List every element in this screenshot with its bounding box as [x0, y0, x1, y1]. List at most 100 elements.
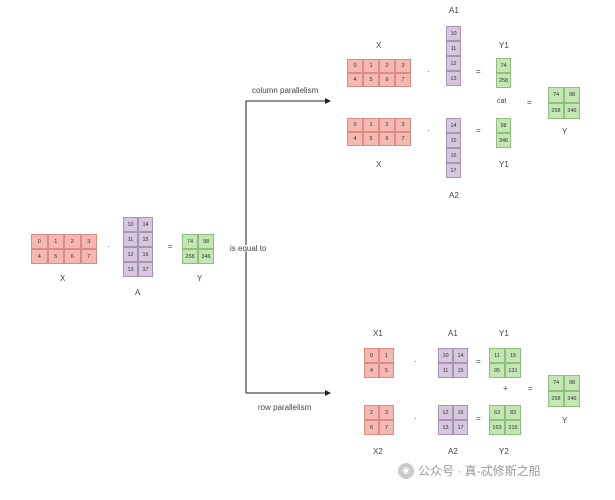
watermark: ◉ 公众号 · 真-忒修斯之船 [398, 462, 541, 479]
matrix-cell: 3 [395, 59, 411, 73]
row-parallelism-label: row parallelism [258, 403, 312, 412]
matrix-cell: 6 [379, 132, 395, 146]
matrix-cell: 6 [379, 73, 395, 87]
matrix-cell: 12 [123, 247, 138, 262]
matrix-cell: 1 [47, 234, 64, 249]
matrix-cell: 17 [446, 163, 461, 178]
label-A1-row: A1 [448, 329, 458, 338]
dot-operator: · [427, 126, 430, 135]
matrix-cell: 2 [379, 59, 395, 73]
matrix-cell: 258 [548, 103, 564, 119]
cat-label: cat [497, 98, 507, 105]
matrix-cell: 11 [123, 232, 138, 247]
dot-operator: · [107, 242, 110, 251]
matrix-cell: 163 [489, 420, 505, 435]
matrix-cell: 0 [347, 118, 363, 132]
matrix-cell: 74 [548, 87, 564, 103]
matrix-cell: 74 [548, 375, 564, 391]
equals-operator: = [528, 384, 533, 393]
matrix-cell: 10 [446, 26, 461, 41]
equals-operator: = [476, 414, 481, 423]
matrix-cell: 98 [564, 87, 580, 103]
matrix-cell: 13 [123, 262, 138, 277]
equals-operator: = [476, 126, 481, 135]
label-Y: Y [197, 274, 203, 283]
matrix-cell: 2 [64, 234, 81, 249]
matrix-cell: 10 [123, 217, 138, 232]
matrix-cell: 5 [363, 73, 379, 87]
dot-operator: · [414, 414, 417, 423]
matrix-cell: 17 [138, 262, 153, 277]
matrix-cell: 14 [138, 217, 153, 232]
wechat-icon: ◉ [398, 462, 414, 479]
matrix-cell: 0 [31, 234, 48, 249]
label-Y1-row: Y1 [499, 329, 509, 338]
matrix-cell: 7 [395, 73, 411, 87]
matrix-cell: 2 [364, 405, 379, 420]
label-X2-row: X2 [373, 447, 383, 456]
matrix-cell: 63 [489, 405, 505, 420]
matrix-cell: 98 [496, 118, 511, 133]
matrix-cell: 0 [364, 348, 379, 363]
label-Y1-col: Y1 [499, 41, 509, 50]
matrix-cell: 346 [496, 133, 511, 148]
plus-operator: + [503, 384, 508, 393]
label-Y-row: Y [562, 416, 568, 425]
matrix-cell: 12 [446, 56, 461, 71]
label-X1-row: X1 [373, 329, 383, 338]
matrix-cell: 16 [453, 405, 468, 420]
is-equal-to-label: is equal to [230, 244, 267, 253]
equals-operator: = [476, 67, 481, 76]
matrix-cell: 14 [446, 118, 461, 133]
matrix-cell: 98 [198, 234, 214, 249]
watermark-text: 公众号 · 真-忒修斯之船 [418, 464, 541, 478]
matrix-cell: 10 [438, 348, 453, 363]
matrix-cell: 3 [379, 405, 394, 420]
matrix-cell: 11 [489, 348, 505, 363]
matrix-cell: 16 [138, 247, 153, 262]
matrix-cell: 6 [364, 420, 379, 435]
equals-operator: = [476, 357, 481, 366]
matrix-cell: 4 [347, 132, 363, 146]
matrix-cell: 346 [564, 103, 580, 119]
matrix-cell: 13 [438, 420, 453, 435]
matrix-cell: 5 [47, 249, 64, 264]
matrix-cell: 17 [453, 420, 468, 435]
matrix-cell: 83 [505, 405, 521, 420]
matrix-cell: 3 [80, 234, 97, 249]
matrix-cell: 5 [379, 363, 394, 378]
matrix-cell: 0 [347, 59, 363, 73]
matrix-cell: 95 [489, 363, 505, 378]
matrix-cell: 14 [453, 348, 468, 363]
label-A: A [135, 288, 141, 297]
column-parallelism-label: column parallelism [252, 86, 319, 95]
row-parallelism-arrow [245, 252, 331, 396]
label-A1-col: A1 [449, 6, 459, 15]
matrix-cell: 7 [395, 132, 411, 146]
equals-operator: = [168, 242, 173, 251]
matrix-cell: 4 [347, 73, 363, 87]
matrix-cell: 12 [438, 405, 453, 420]
matrix-cell: 2 [379, 118, 395, 132]
column-parallelism-arrow [245, 98, 331, 245]
matrix-cell: 15 [446, 133, 461, 148]
matrix-cell: 131 [505, 363, 521, 378]
matrix-cell: 15 [505, 348, 521, 363]
label-A2-row: A2 [448, 447, 458, 456]
equals-operator: = [527, 98, 532, 107]
matrix-cell: 258 [496, 73, 511, 88]
matrix-cell: 215 [505, 420, 521, 435]
label-Y-col: Y [562, 127, 568, 136]
